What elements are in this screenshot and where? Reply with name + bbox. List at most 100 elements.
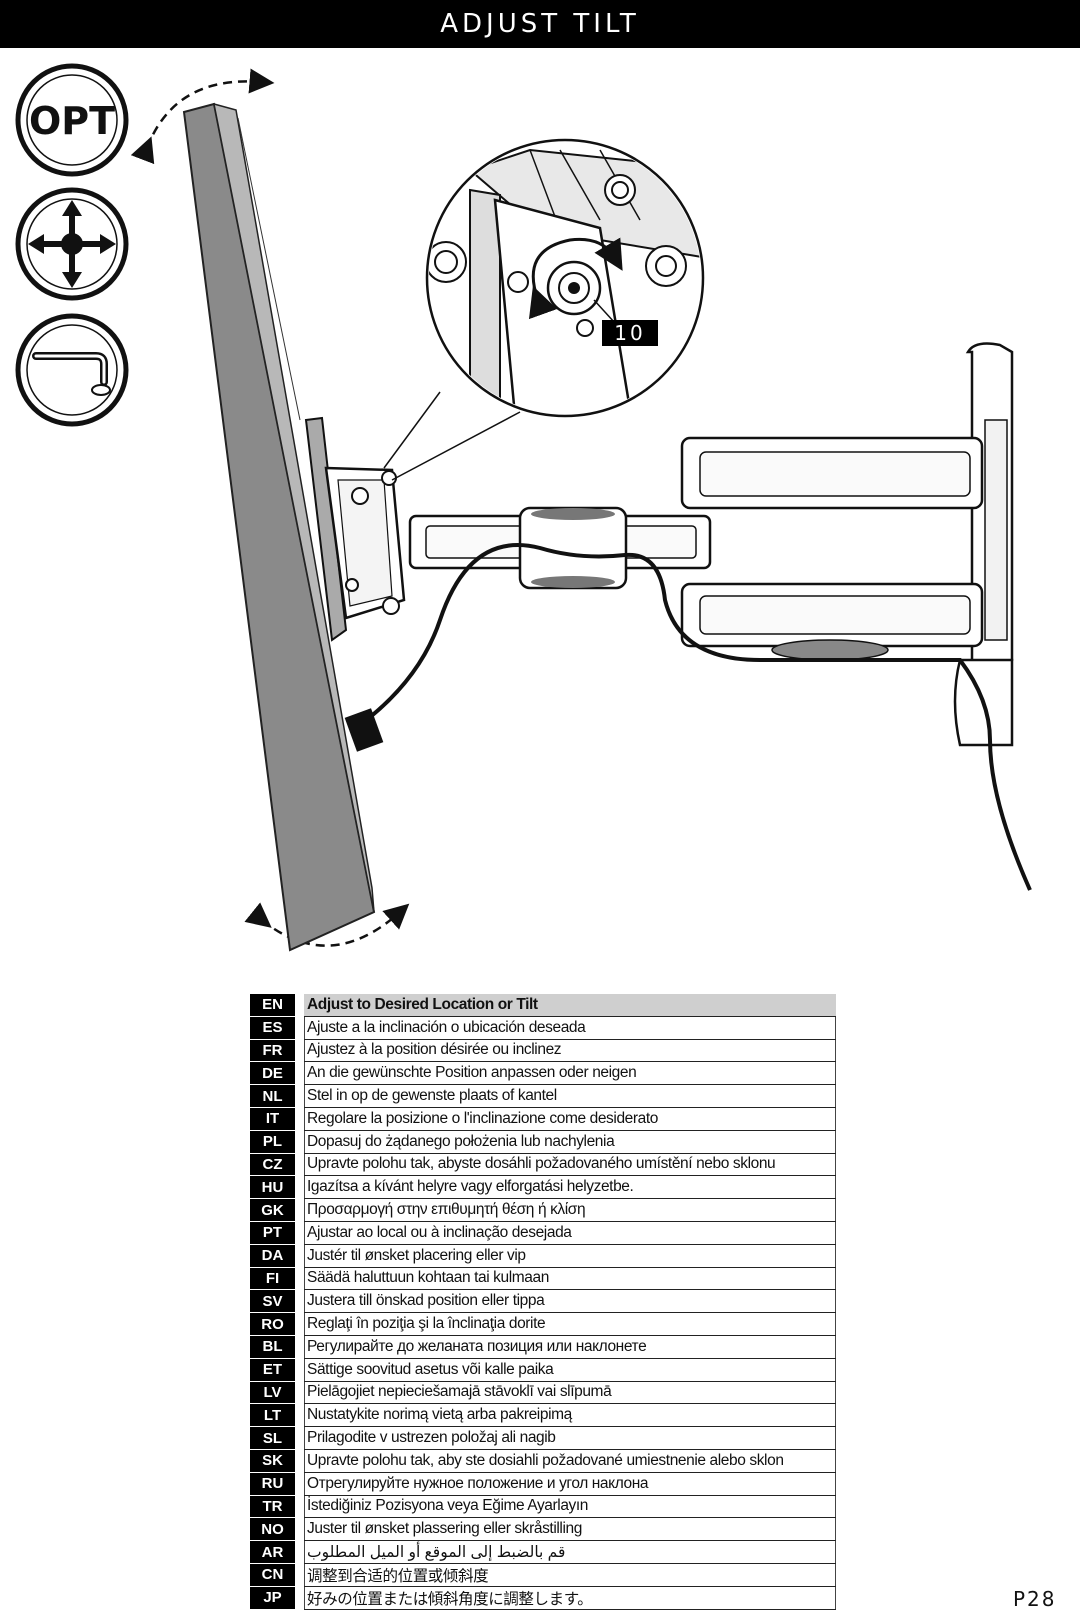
page-number: P28 bbox=[1013, 1587, 1057, 1611]
instruction-text: Ajuste a la inclinación o ubicación dese… bbox=[304, 1017, 836, 1040]
power-cable bbox=[358, 543, 1032, 891]
language-code: SV bbox=[250, 1290, 295, 1314]
language-code: SK bbox=[250, 1449, 295, 1473]
instruction-row-no: NO Juster til ønsket plassering eller skr… bbox=[250, 1518, 836, 1542]
instruction-row-fi: FI Säädä haluttuun kohtaan tai kulmaan bbox=[250, 1267, 836, 1291]
page-header: ADJUST TILT bbox=[0, 0, 1080, 48]
tv-panel bbox=[182, 102, 376, 952]
language-code: SL bbox=[250, 1427, 295, 1450]
language-code: NL bbox=[250, 1085, 295, 1108]
language-code: PL bbox=[250, 1130, 295, 1154]
instruction-row-it: IT Regolare la posizione o l'inclinazione… bbox=[250, 1107, 836, 1131]
instruction-row-ro: RO Reglaţi în poziţia şi la înclinaţia do… bbox=[250, 1313, 836, 1336]
instruction-row-ar: AR قم بالضبط إلى الموقع أو الميل المطلوب bbox=[250, 1541, 836, 1564]
instruction-row-tr: TR İstediğiniz Pozisyona veya Eğime Ayarl… bbox=[250, 1495, 836, 1519]
language-code: FR bbox=[250, 1039, 295, 1063]
language-code: JP bbox=[250, 1586, 295, 1610]
instruction-text: Ajustez à la position désirée ou incline… bbox=[304, 1040, 836, 1063]
zoom-leader-2 bbox=[391, 411, 521, 481]
instruction-text: Prilagodite v ustrezen položaj ali nagib bbox=[304, 1427, 836, 1450]
instruction-text: Stel in op de gewenste plaats of kantel bbox=[304, 1085, 836, 1108]
instruction-row-de: DE An die gewünschte Position anpassen od… bbox=[250, 1062, 836, 1086]
instruction-text: Upravte polohu tak, abyste dosáhli požad… bbox=[304, 1154, 836, 1177]
svg-text:OPT: OPT bbox=[29, 99, 115, 143]
tilt-arrow-top bbox=[130, 68, 275, 165]
instruction-text: Sättige soovitud asetus või kalle paika bbox=[304, 1359, 836, 1382]
instruction-text: Upravte polohu tak, aby ste dosiahli pož… bbox=[304, 1450, 836, 1473]
instruction-row-sk: SK Upravte polohu tak, aby ste dosiahli p… bbox=[250, 1449, 836, 1473]
instruction-text: 调整到合适的位置或倾斜度 bbox=[304, 1564, 836, 1587]
instruction-row-ru: RU Отрегулируйте нужное положение и угол … bbox=[250, 1472, 836, 1496]
language-code: GK bbox=[250, 1199, 295, 1222]
instruction-row-pt: PT Ajustar ao local ou à inclinação desej… bbox=[250, 1221, 836, 1245]
instruction-text: İstediğiniz Pozisyona veya Eğime Ayarlay… bbox=[304, 1496, 836, 1519]
language-code: ES bbox=[250, 1016, 295, 1040]
instruction-text: Igazítsa a kívánt helyre vagy elforgatás… bbox=[304, 1176, 836, 1200]
instruction-row-bl: BL Регулирайте до желаната позиция или на… bbox=[250, 1335, 836, 1359]
instruction-text: Reglaţi în poziţia şi la înclinaţia dori… bbox=[304, 1313, 836, 1336]
instruction-text: Adjust to Desired Location or Tilt bbox=[304, 994, 836, 1017]
four-way-arrow-icon bbox=[15, 187, 129, 301]
instruction-text: Regolare la posizione o l'inclinazione c… bbox=[304, 1108, 836, 1131]
instruction-text: Προσαρμογή στην επιθυμητή θέση ή κλίση bbox=[304, 1199, 836, 1222]
instruction-text: Dopasuj do żądanego położenia lub nachyl… bbox=[304, 1131, 836, 1154]
instruction-row-jp: JP 好みの位置または傾斜角度に調整します。 bbox=[250, 1586, 836, 1610]
instruction-row-nl: NL Stel in op de gewenste plaats of kante… bbox=[250, 1085, 836, 1108]
zoom-leader-1 bbox=[383, 391, 441, 469]
instruction-text: Ajustar ao local ou à inclinação desejad… bbox=[304, 1222, 836, 1245]
instruction-row-pl: PL Dopasuj do żądanego położenia lub nach… bbox=[250, 1130, 836, 1154]
language-code: RO bbox=[250, 1313, 295, 1336]
page-title: ADJUST TILT bbox=[440, 9, 640, 39]
language-code: LV bbox=[250, 1381, 295, 1405]
instruction-row-en: EN Adjust to Desired Location or Tilt bbox=[250, 994, 836, 1017]
instruction-row-cz: CZ Upravte polohu tak, abyste dosáhli pož… bbox=[250, 1153, 836, 1177]
instruction-row-es: ES Ajuste a la inclinación o ubicación de… bbox=[250, 1016, 836, 1040]
instruction-text: 好みの位置または傾斜角度に調整します。 bbox=[304, 1587, 836, 1610]
instruction-row-gk: GK Προσαρμογή στην επιθυμητή θέση ή κλίση bbox=[250, 1199, 836, 1222]
language-code: LT bbox=[250, 1404, 295, 1428]
language-code: AR bbox=[250, 1541, 295, 1564]
tilt-arrow-bottom bbox=[244, 902, 410, 947]
instruction-row-cn: CN 调整到合适的位置或倾斜度 bbox=[250, 1563, 836, 1587]
language-code: EN bbox=[250, 994, 295, 1017]
language-code: DA bbox=[250, 1244, 295, 1268]
instruction-text: Juster til ønsket plassering eller skrås… bbox=[304, 1518, 836, 1542]
opt-badge-icon: OPT bbox=[15, 63, 129, 177]
language-code: PT bbox=[250, 1221, 295, 1245]
hex-key-icon bbox=[15, 313, 129, 427]
instruction-row-sv: SV Justera till önskad position eller tip… bbox=[250, 1290, 836, 1314]
language-code: IT bbox=[250, 1107, 295, 1131]
language-code: FI bbox=[250, 1267, 295, 1291]
language-code: ET bbox=[250, 1358, 295, 1382]
language-code: BL bbox=[250, 1335, 295, 1359]
instruction-text: Pielāgojiet nepieciešamajā stāvoklī vai … bbox=[304, 1382, 836, 1405]
instruction-text: Säädä haluttuun kohtaan tai kulmaan bbox=[304, 1268, 836, 1291]
instruction-row-da: DA Justér til ønsket placering eller vip bbox=[250, 1244, 836, 1268]
language-code: DE bbox=[250, 1062, 295, 1086]
cable-plug bbox=[344, 708, 384, 752]
mount-illustration: OPT bbox=[15, 63, 1032, 952]
instruction-row-lt: LT Nustatykite norimą vietą arba pakreipi… bbox=[250, 1404, 836, 1428]
instruction-text: Nustatykite norimą vietą arba pakreipimą bbox=[304, 1404, 836, 1428]
instruction-text: Justera till önskad position eller tippa bbox=[304, 1290, 836, 1314]
tv-bracket bbox=[304, 416, 406, 642]
instruction-text: An die gewünschte Position anpassen oder… bbox=[304, 1062, 836, 1086]
instruction-text: قم بالضبط إلى الموقع أو الميل المطلوب bbox=[304, 1541, 836, 1564]
instruction-row-sl: SL Prilagodite v ustrezen položaj ali nag… bbox=[250, 1427, 836, 1450]
language-code: CN bbox=[250, 1563, 295, 1587]
language-code: NO bbox=[250, 1518, 295, 1542]
language-code: CZ bbox=[250, 1153, 295, 1177]
wall-plate bbox=[953, 342, 1014, 747]
instruction-text: Justér til ønsket placering eller vip bbox=[304, 1245, 836, 1268]
language-code: TR bbox=[250, 1495, 295, 1519]
zoom-detail bbox=[425, 138, 705, 418]
instruction-row-et: ET Sättige soovitud asetus või kalle paik… bbox=[250, 1358, 836, 1382]
instruction-text: Отрегулируйте нужное положение и угол на… bbox=[304, 1473, 836, 1496]
callout-label: 10 bbox=[602, 320, 658, 346]
instruction-row-lv: LV Pielāgojiet nepieciešamajā stāvoklī va… bbox=[250, 1381, 836, 1405]
instruction-text: Регулирайте до желаната позиция или накл… bbox=[304, 1336, 836, 1359]
language-code: RU bbox=[250, 1472, 295, 1496]
instruction-row-fr: FR Ajustez à la position désirée ou incli… bbox=[250, 1039, 836, 1063]
